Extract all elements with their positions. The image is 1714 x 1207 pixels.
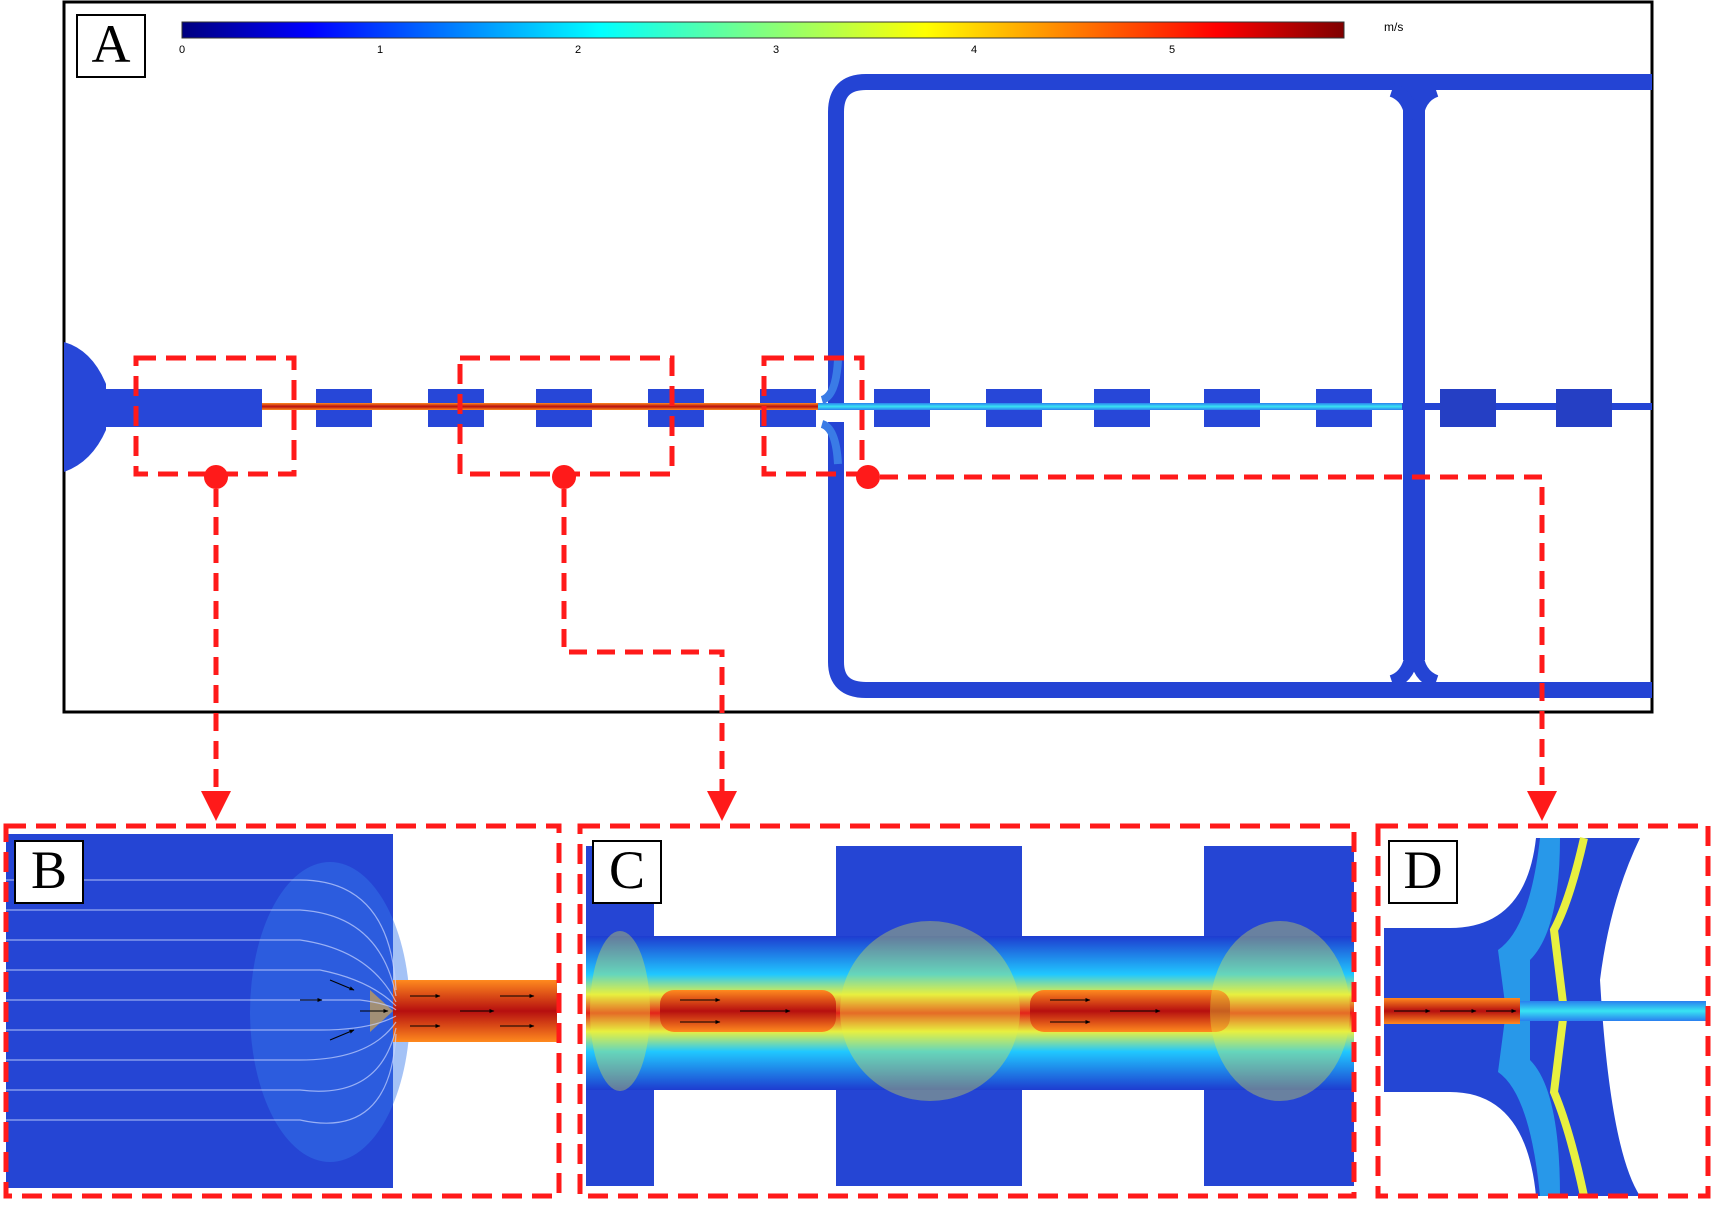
panel-d-label: D [1388, 840, 1458, 904]
panel-b-label: B [14, 840, 84, 904]
panel-c-label: C [592, 840, 662, 904]
zoom-anchor-b [204, 465, 228, 489]
panel-a [62, 0, 1654, 714]
velocity-vectors-b [300, 979, 535, 1041]
zoom-box-b [133, 355, 297, 477]
zoom-anchor-d [856, 465, 880, 489]
colorbar-tick-4: 4 [970, 44, 978, 56]
colorbar-unit: m/s [1384, 20, 1404, 34]
panel-a-label: A [76, 14, 146, 78]
connector-c [561, 489, 737, 821]
colorbar-tick-2: 2 [574, 44, 582, 56]
panel-b-frame [3, 823, 562, 1199]
zoom-anchor-c [552, 465, 576, 489]
streamlines-b [6, 879, 397, 1124]
colorbar-tick-3: 3 [772, 44, 780, 56]
colorbar-tick-1: 1 [376, 44, 384, 56]
connector-d [880, 474, 1557, 821]
colorbar [181, 21, 1345, 39]
inlet-funnel [64, 342, 106, 472]
bypass-loop-network [820, 74, 1652, 698]
panel-d-frame [1375, 823, 1711, 1199]
colorbar-tick-5: 5 [1168, 44, 1176, 56]
panel-b [3, 823, 562, 1199]
velocity-vectors-c [680, 998, 1161, 1024]
panel-c [577, 823, 1357, 1199]
chamber-array [262, 389, 1612, 427]
panel-d [1375, 823, 1711, 1199]
colorbar-tick-0: 0 [178, 44, 186, 56]
zoom-box-d [761, 355, 865, 477]
zoom-connectors [201, 474, 1557, 821]
panel-c-frame [577, 823, 1357, 1199]
